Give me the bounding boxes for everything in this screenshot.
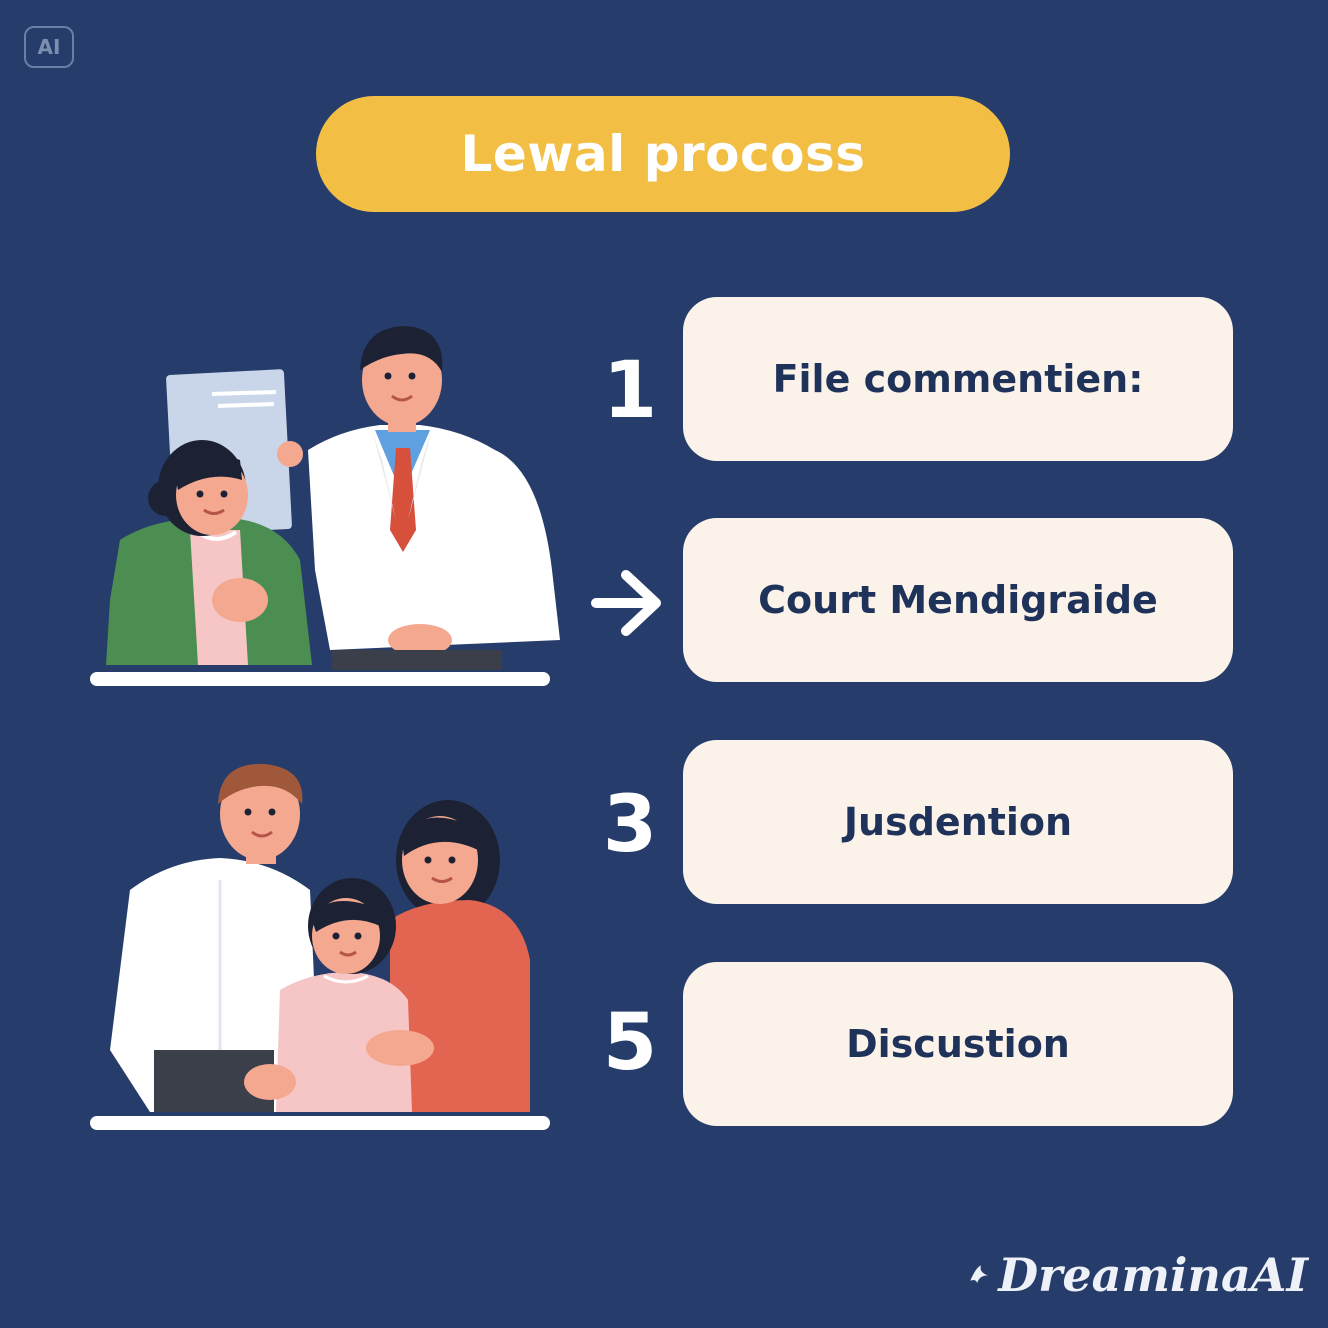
step-box-2: Court Mendigraide (683, 518, 1233, 682)
step-number-1: 1 (602, 346, 658, 436)
step-label-1: File commentien: (772, 357, 1144, 401)
step-number-3: 3 (602, 780, 658, 870)
page-title: Lewal procoss (316, 96, 1010, 212)
step-label-2: Court Mendigraide (758, 578, 1158, 622)
step-box-3: Jusdention (683, 740, 1233, 904)
watermark-text: DreaminaAI (998, 1248, 1308, 1302)
step-box-1: File commentien: (683, 297, 1233, 461)
step-label-4: Discustion (846, 1022, 1070, 1066)
arrow-right-icon (591, 570, 661, 636)
step-box-4: Discustion (683, 962, 1233, 1126)
step-label-3: Jusdention (843, 800, 1073, 844)
ai-badge: AI (24, 26, 74, 68)
family-illustration (90, 763, 550, 1130)
dreamina-logo-icon (970, 1265, 988, 1284)
client-and-doctor-illustration (90, 326, 560, 686)
watermark: DreaminaAI (968, 1238, 1308, 1312)
step-number-5: 5 (602, 998, 658, 1088)
